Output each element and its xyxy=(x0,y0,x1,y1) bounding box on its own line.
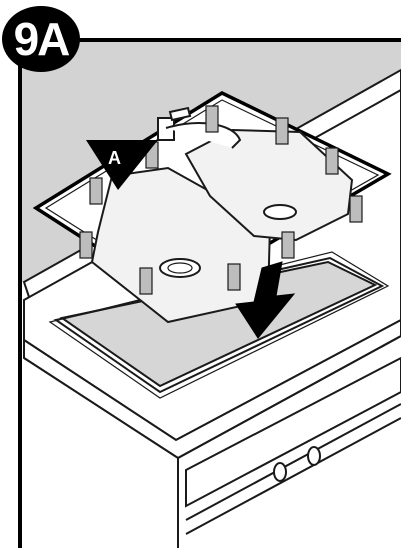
left-drain xyxy=(159,258,201,278)
callout-label: A xyxy=(108,148,121,168)
step-badge: 9A xyxy=(2,6,80,72)
faucet-icon xyxy=(157,106,242,149)
right-basin xyxy=(184,128,354,242)
right-drain xyxy=(263,204,297,220)
callout-triangle-icon xyxy=(86,140,158,190)
mounting-clip xyxy=(281,231,295,259)
frame-border xyxy=(18,38,401,548)
mounting-clip xyxy=(227,263,241,291)
step-label: 9A xyxy=(13,13,71,65)
cabinet xyxy=(23,335,401,548)
cabinet-knob-right xyxy=(307,446,321,466)
mounting-clip xyxy=(325,147,339,175)
down-arrow-icon xyxy=(235,261,296,339)
mounting-clip xyxy=(79,231,93,259)
mounting-clip xyxy=(89,177,103,205)
cabinet-knob-left xyxy=(273,462,287,482)
mounting-clip xyxy=(275,117,289,145)
mounting-clip xyxy=(205,105,219,133)
mounting-clip xyxy=(349,195,363,223)
mounting-clip xyxy=(139,267,153,295)
